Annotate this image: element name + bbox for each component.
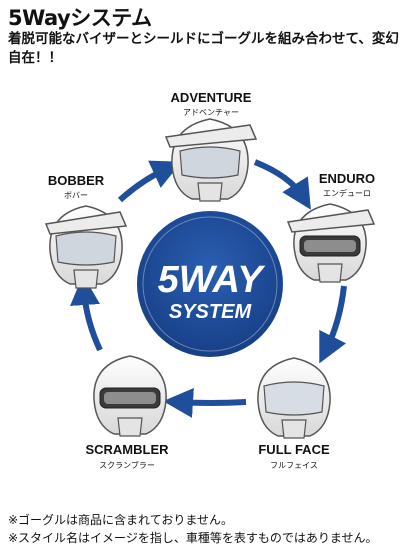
label-fullface: FULL FACE bbox=[258, 442, 330, 457]
arrow-fullface-to-scrambler bbox=[163, 387, 247, 418]
label-scrambler: SCRAMBLER bbox=[85, 442, 169, 457]
label-scrambler-kana: スクランブラー bbox=[99, 461, 155, 470]
label-adventure: ADVENTURE bbox=[170, 90, 252, 105]
label-bobber-kana: ボバー bbox=[64, 191, 88, 200]
center-badge-line1: 5WAY bbox=[158, 259, 267, 301]
label-adventure-kana: アドベンチャー bbox=[183, 108, 239, 117]
label-enduro-kana: エンデューロ bbox=[323, 189, 371, 198]
arrow-adventure-to-enduro bbox=[253, 159, 311, 210]
label-enduro: ENDURO bbox=[318, 171, 376, 186]
arrow-enduro-to-fullface bbox=[319, 285, 347, 364]
label-fullface-kana: フルフェイス bbox=[270, 461, 318, 470]
helmet-scrambler-icon bbox=[93, 355, 167, 437]
helmet-bobber-icon bbox=[44, 205, 128, 289]
footnote-goggles: ※ゴーグルは商品に含まれておりません。 bbox=[8, 513, 233, 527]
page-heading: 5Wayシステム bbox=[8, 6, 152, 30]
center-badge-line2: SYSTEM bbox=[169, 301, 253, 323]
center-badge bbox=[137, 211, 283, 357]
helmet-adventure-icon bbox=[164, 118, 258, 202]
arrow-scrambler-to-bobber bbox=[70, 275, 103, 352]
helmet-fullface-icon bbox=[257, 357, 331, 439]
page-subtitle: 着脱可能なバイザーとシールドにゴーグルを組み合わせて、変幻自在！！ bbox=[8, 31, 399, 66]
footnote-style-names: ※スタイル名はイメージを指し、車種等を表すものではありません。 bbox=[8, 531, 378, 545]
helmet-enduro-icon bbox=[286, 203, 376, 283]
arrow-bobber-to-adventure bbox=[117, 160, 182, 203]
label-bobber: BOBBER bbox=[47, 173, 105, 188]
